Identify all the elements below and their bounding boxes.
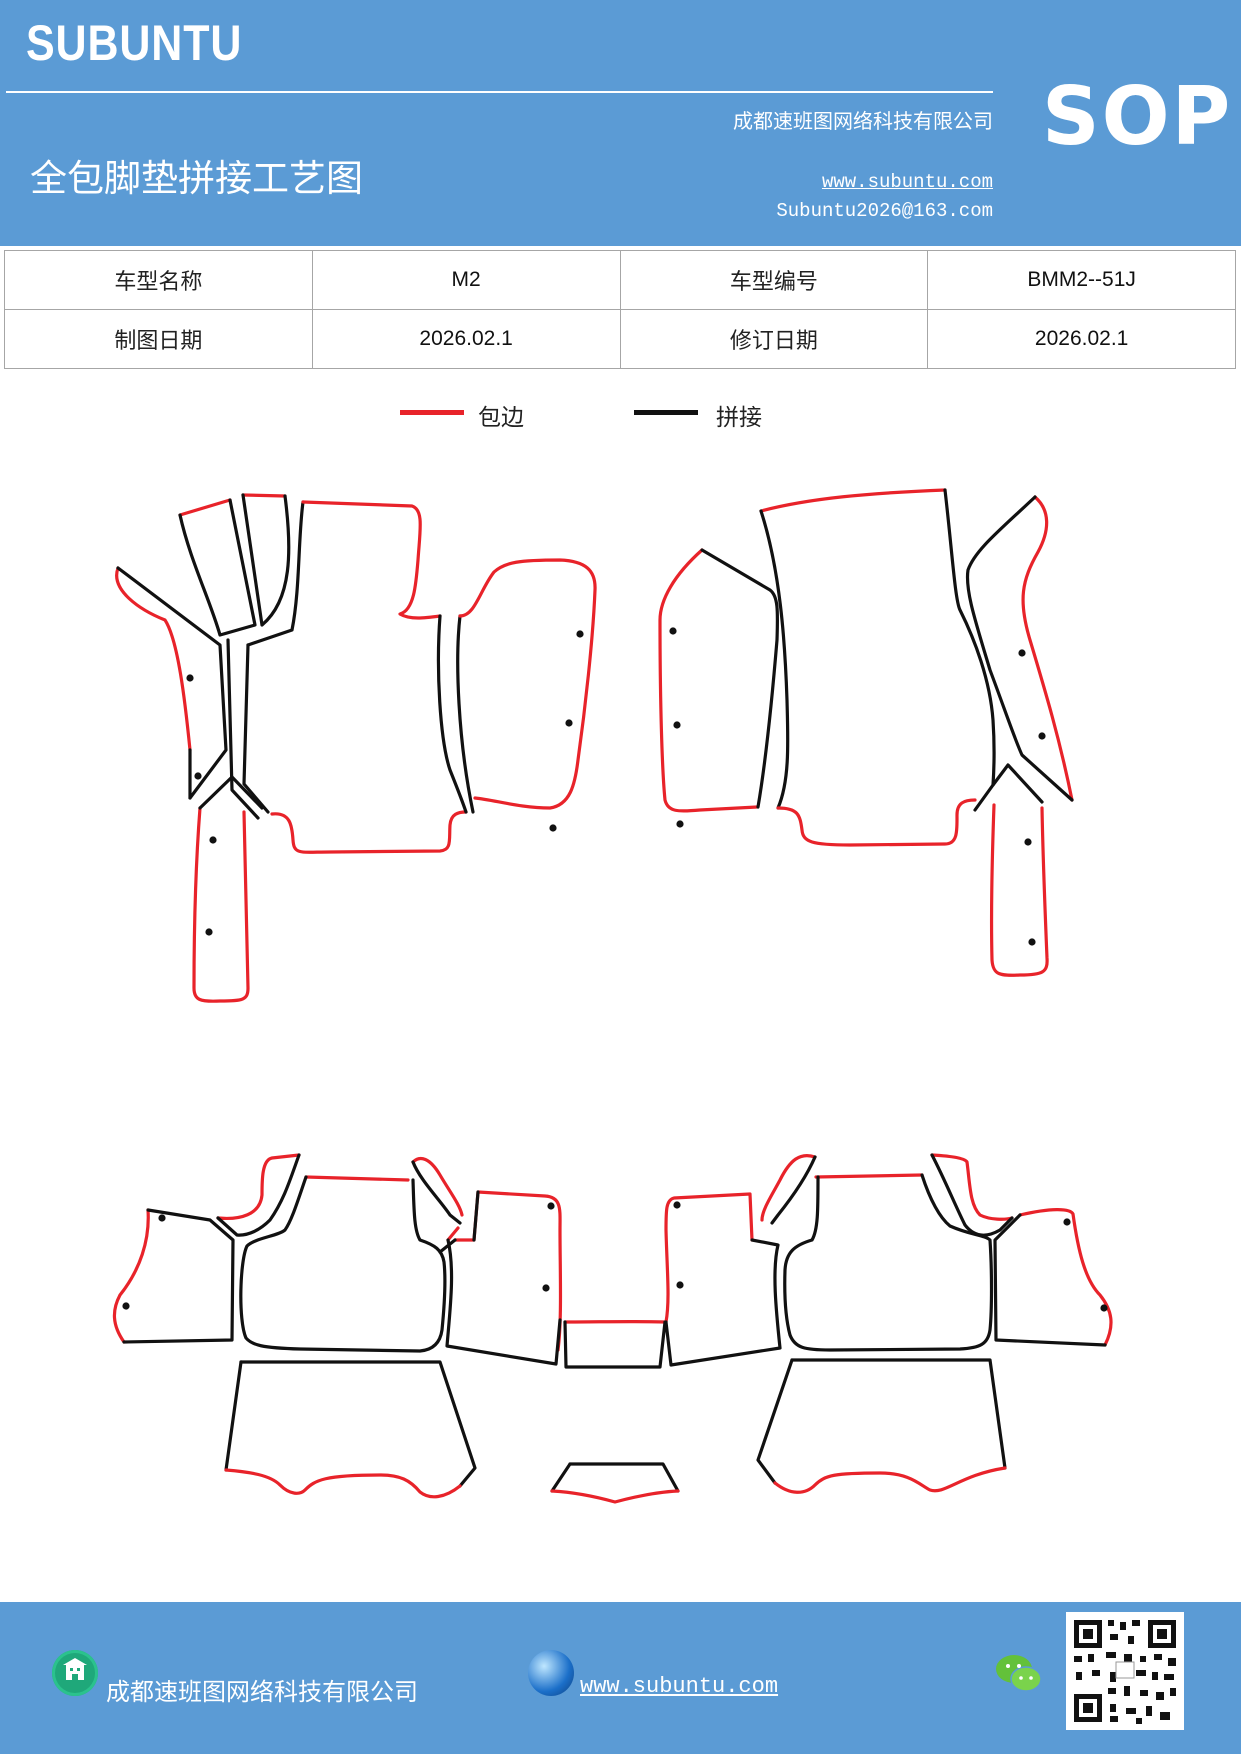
- wechat-icon: [996, 1655, 1042, 1692]
- car-code-label: 车型编号: [619, 250, 929, 310]
- car-name-label: 车型名称: [4, 250, 313, 310]
- car-code-value: BMM2--51J: [927, 250, 1236, 310]
- draw-date-value: 2026.02.1: [311, 309, 621, 369]
- building-icon: [52, 1650, 98, 1696]
- footer-website-link[interactable]: www.subuntu.com: [580, 1674, 779, 1699]
- footer-company: 成都速班图网络科技有限公司: [106, 1678, 418, 1706]
- qr-code-icon: [1066, 1612, 1184, 1730]
- header-divider: [6, 91, 993, 93]
- legend-edge-label: 包边: [478, 405, 524, 431]
- footer-banner: 成都速班图网络科技有限公司 www.subuntu.com: [0, 1602, 1241, 1754]
- header-website-link[interactable]: www.subuntu.com: [821, 171, 993, 193]
- driver-side-mats: [115, 493, 597, 1003]
- table-row: 车型名称 M2 车型编号 BMM2--51J: [4, 250, 1236, 310]
- sop-badge: SOP: [1042, 70, 1233, 163]
- header-company: 成都速班图网络科技有限公司: [733, 109, 993, 133]
- legend-edge-swatch: [400, 410, 464, 415]
- header-banner: SUBUNTU 成都速班图网络科技有限公司 全包脚垫拼接工艺图 www.subu…: [0, 0, 1241, 246]
- globe-icon: [528, 1650, 574, 1696]
- revise-date-label: 修订日期: [619, 309, 929, 369]
- legend-seam-label: 拼接: [716, 405, 762, 431]
- brand-logo: SUBUNTU: [26, 15, 243, 71]
- passenger-side-mats: [658, 488, 1074, 977]
- rear-mats: [112, 1153, 1113, 1504]
- floor-mat-drawing: [112, 488, 1113, 1504]
- table-row: 制图日期 2026.02.1 修订日期 2026.02.1: [4, 309, 1236, 369]
- legend-seam-swatch: [634, 410, 698, 415]
- car-name-value: M2: [311, 250, 621, 310]
- document-title: 全包脚垫拼接工艺图: [30, 157, 363, 200]
- vehicle-info-table: 车型名称 M2 车型编号 BMM2--51J 制图日期 2026.02.1 修订…: [4, 250, 1236, 369]
- revise-date-value: 2026.02.1: [927, 309, 1236, 369]
- header-email: Subuntu2026@163.com: [776, 200, 993, 222]
- draw-date-label: 制图日期: [4, 309, 313, 369]
